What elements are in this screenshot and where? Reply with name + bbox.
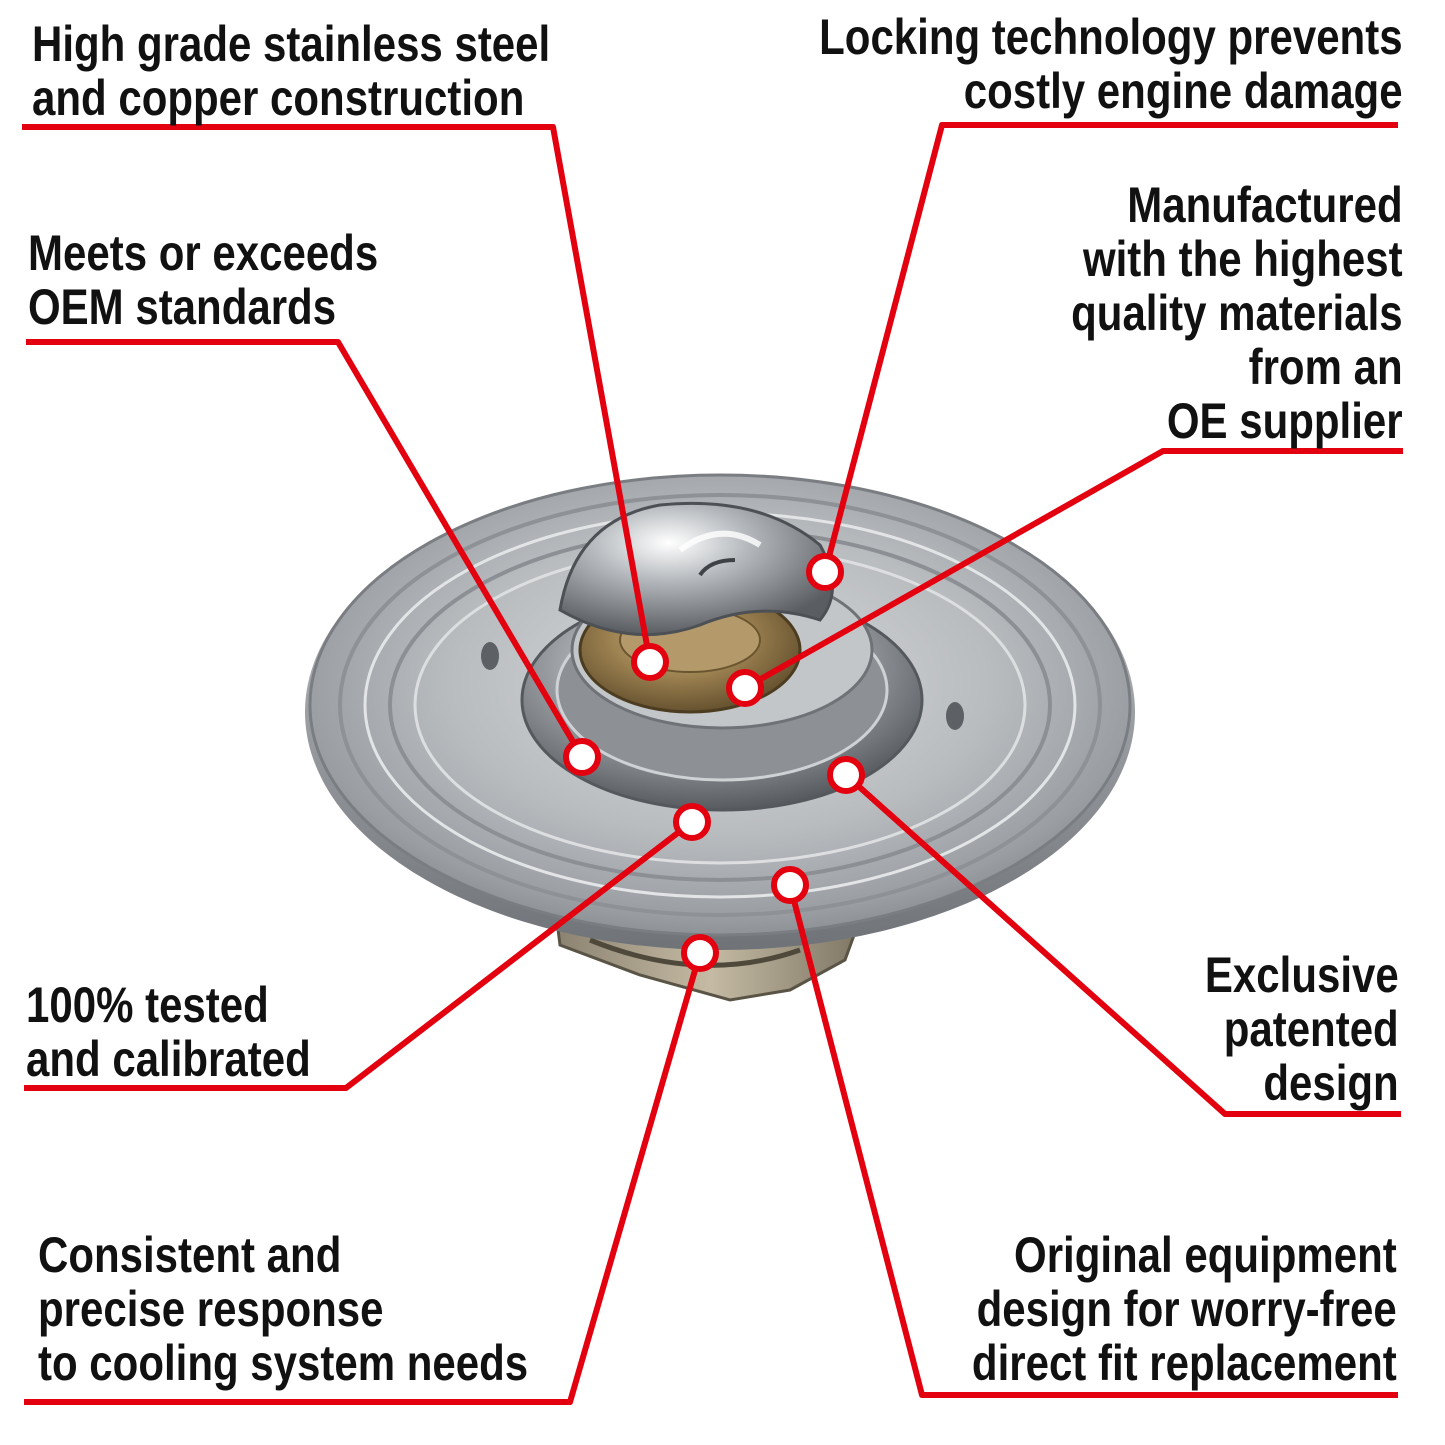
leader-line-patented-design (843, 772, 1401, 1117)
marker-dot-locking-technology (806, 553, 844, 591)
marker-dot-tested-calibrated (673, 803, 711, 841)
callout-markers (563, 553, 865, 972)
callout-text-line: and copper construction (32, 70, 525, 126)
marker-dot-consistent-response (681, 934, 719, 972)
callout-text-line: Original equipment (1014, 1227, 1397, 1283)
callout-stainless-steel: High grade stainless steel and copper co… (32, 17, 550, 125)
callout-text-line: High grade stainless steel (32, 16, 551, 72)
callout-text-line: with the highest (1083, 231, 1403, 287)
marker-dot-quality-materials (726, 669, 764, 707)
marker-dot-oem-standards (563, 738, 601, 776)
callout-consistent-response: Consistent and precise response to cooli… (38, 1228, 528, 1390)
leader-line-quality-materials (743, 448, 1403, 691)
callout-text-line: design (1263, 1055, 1399, 1111)
callout-oem-standards: Meets or exceeds OEM standards (28, 226, 378, 334)
leader-line-oem-standards (26, 339, 585, 759)
callout-text-line: Manufactured (1127, 177, 1403, 233)
callout-text-line: direct fit replacement (972, 1335, 1397, 1391)
callout-text-line: from an (1248, 339, 1403, 395)
callout-text-line: Meets or exceeds (28, 225, 379, 281)
callout-text-line: to cooling system needs (38, 1335, 529, 1391)
callout-text-line: Exclusive (1205, 947, 1399, 1003)
callout-text-line: Consistent and (38, 1227, 342, 1283)
callout-text-line: precise response (38, 1281, 384, 1337)
callout-text-line: costly engine damage (964, 63, 1403, 119)
callout-text-line: quality materials (1071, 285, 1403, 341)
callout-text-line: Locking technology prevents (819, 9, 1403, 65)
leader-line-consistent-response (24, 952, 703, 1405)
callout-patented-design: Exclusive patented design (1205, 948, 1399, 1110)
leader-line-locking-technology (822, 122, 1398, 573)
callout-locking-technology: Locking technology prevents costly engin… (820, 10, 1403, 118)
callout-text-line: patented (1223, 1001, 1399, 1057)
callout-text-line: OEM standards (28, 279, 337, 335)
marker-dot-direct-fit (771, 866, 809, 904)
callout-text-line: 100% tested (26, 977, 269, 1033)
callout-direct-fit: Original equipment design for worry-free… (972, 1228, 1397, 1390)
callout-text-line: and calibrated (26, 1031, 311, 1087)
leader-line-stainless-steel (22, 124, 653, 663)
callout-quality-materials: Manufactured with the highest quality ma… (1072, 178, 1403, 448)
marker-dot-patented-design (827, 756, 865, 794)
marker-dot-stainless-steel (631, 643, 669, 681)
leader-lines (22, 122, 1403, 1405)
leader-line-direct-fit (787, 884, 1398, 1398)
callout-text-line: OE supplier (1167, 393, 1403, 449)
callout-tested-calibrated: 100% tested and calibrated (26, 978, 311, 1086)
callout-text-line: design for worry-free (976, 1281, 1397, 1337)
leader-line-tested-calibrated (24, 819, 694, 1091)
